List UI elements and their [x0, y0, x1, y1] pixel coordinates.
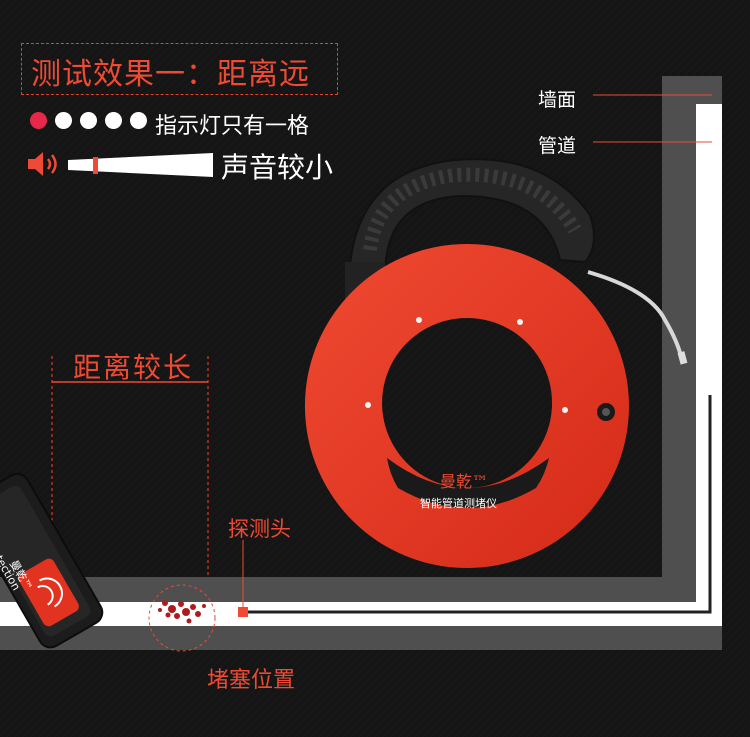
reel-brand: 曼乾™ [440, 472, 489, 491]
probe-cable [240, 395, 712, 614]
pipe [0, 104, 722, 626]
speaker-icon [28, 152, 57, 176]
indicator-lights [30, 110, 150, 130]
wall-label: 墙面 [538, 89, 577, 111]
reel-product-name: 智能管道测堵仪 [420, 497, 497, 510]
blockage-marker [148, 584, 216, 652]
page-title: 测试效果一：距离远 [31, 57, 310, 92]
indicator-text: 指示灯只有一格 [155, 114, 310, 139]
reel-device [304, 158, 688, 568]
indicator-light-2 [55, 112, 72, 129]
blockage-label: 堵塞位置 [207, 668, 296, 693]
indicator-light-4 [105, 112, 122, 129]
indicator-light-1 [30, 112, 47, 129]
pipe-label: 管道 [538, 135, 577, 157]
distance-label: 距离较长 [73, 351, 194, 384]
indicator-light-3 [80, 112, 97, 129]
detector-device [0, 472, 104, 649]
volume-level-marker [93, 157, 98, 174]
indicator-light-5 [130, 112, 147, 129]
title-frame [21, 43, 338, 95]
volume-text: 声音较小 [221, 151, 334, 184]
volume-bar [68, 153, 213, 177]
probe-label: 探测头 [228, 517, 291, 541]
